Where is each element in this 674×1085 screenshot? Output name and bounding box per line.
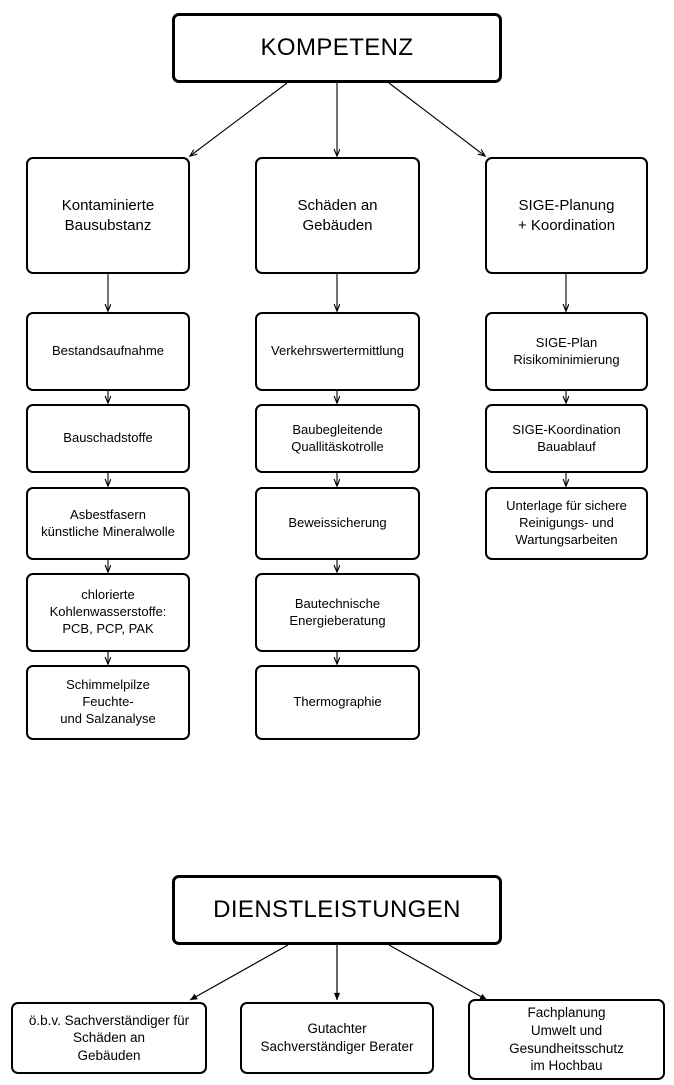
- header-kompetenz: KOMPETENZ: [172, 13, 502, 83]
- leaf-verkehrswertermittlung[interactable]: Verkehrswertermittlung: [255, 312, 420, 391]
- category-schaeden-an-gebaeuden[interactable]: Schäden an Gebäuden: [255, 157, 420, 274]
- leaf-sige-plan-risikominimierung[interactable]: SIGE-Plan Risikominimierung: [485, 312, 648, 391]
- service-oebv-sachverstaendiger[interactable]: ö.b.v. Sachverständiger für Schäden an G…: [11, 1002, 207, 1074]
- leaf-chlorierte-kohlenwasserstoffe[interactable]: chlorierte Kohlenwasserstoffe: PCB, PCP,…: [26, 573, 190, 652]
- leaf-unterlage-reinigung-wartung[interactable]: Unterlage für sichere Reinigungs- und Wa…: [485, 487, 648, 560]
- category-sige-planung-koordination[interactable]: SIGE-Planung + Koordination: [485, 157, 648, 274]
- leaf-baubegleitende-qualitaetskontrolle[interactable]: Baubegleitende Quallitäskotrolle: [255, 404, 420, 473]
- connector-dienstleistungen-to-services: [189, 944, 488, 1001]
- leaf-bautechnische-energieberatung[interactable]: Bautechnische Energieberatung: [255, 573, 420, 652]
- leaf-bauschadstoffe[interactable]: Bauschadstoffe: [26, 404, 190, 473]
- leaf-asbestfasern-mineralwolle[interactable]: Asbestfasern künstliche Mineralwolle: [26, 487, 190, 560]
- connector-kompetenz-to-columns: [190, 82, 485, 156]
- category-kontaminierte-bausubstanz[interactable]: Kontaminierte Bausubstanz: [26, 157, 190, 274]
- leaf-schimmelpilze-feuchte-salzanalyse[interactable]: Schimmelpilze Feuchte- und Salzanalyse: [26, 665, 190, 740]
- service-fachplanung-umwelt-gesundheitsschutz[interactable]: Fachplanung Umwelt und Gesundheitsschutz…: [468, 999, 665, 1080]
- leaf-sige-koordination-bauablauf[interactable]: SIGE-Koordination Bauablauf: [485, 404, 648, 473]
- leaf-thermographie[interactable]: Thermographie: [255, 665, 420, 740]
- header-dienstleistungen: DIENSTLEISTUNGEN: [172, 875, 502, 945]
- leaf-bestandsaufnahme[interactable]: Bestandsaufnahme: [26, 312, 190, 391]
- service-gutachter-sachverstaendiger-berater[interactable]: Gutachter Sachverständiger Berater: [240, 1002, 434, 1074]
- leaf-beweissicherung[interactable]: Beweissicherung: [255, 487, 420, 560]
